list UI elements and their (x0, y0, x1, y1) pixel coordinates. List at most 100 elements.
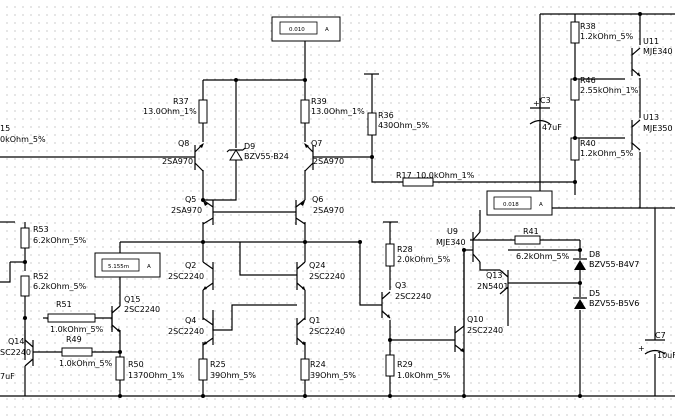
ammeter-top: 0.010 A (271, 16, 341, 42)
transistor-Q2: Q2 2SC2240 (168, 261, 214, 291)
svg-text:7uF: 7uF (0, 372, 15, 381)
transistor-Q10: Q10 2SC2240 (454, 315, 503, 353)
svg-text:13.0Ohm_1%: 13.0Ohm_1% (143, 107, 197, 116)
svg-text:2SA970: 2SA970 (313, 157, 344, 166)
svg-text:BZV55-B24: BZV55-B24 (244, 152, 289, 161)
svg-text:BZV55-B4V7: BZV55-B4V7 (589, 260, 639, 269)
transistor-U11: U11 MJE340 (631, 37, 673, 77)
svg-text:2SA970: 2SA970 (313, 206, 344, 215)
svg-text:BZV55-B5V6: BZV55-B5V6 (589, 299, 639, 308)
svg-text:R49: R49 (66, 335, 82, 344)
svg-text:C3: C3 (540, 96, 551, 105)
svg-text:U9: U9 (447, 227, 458, 236)
svg-text:Q3: Q3 (395, 281, 406, 290)
svg-text:R24: R24 (310, 360, 326, 369)
meter-unit: A (539, 202, 543, 208)
transistor-Q4: Q4 2SC2240 (168, 316, 214, 346)
resistor-R39: R39 13.0Ohm_1% (300, 97, 365, 124)
svg-text:0kOhm_5%: 0kOhm_5% (0, 135, 46, 144)
svg-text:R38: R38 (580, 22, 596, 31)
resistor-R49: R49 1.0kOhm_5% (59, 335, 113, 368)
svg-text:6.2kOhm_5%: 6.2kOhm_5% (33, 282, 87, 291)
meter-reading: 0.018 (503, 202, 519, 208)
resistor-R40: R40 1.2kOhm_5% (570, 137, 634, 161)
svg-text:15: 15 (0, 124, 10, 133)
svg-text:1.2kOhm_5%: 1.2kOhm_5% (580, 149, 634, 158)
svg-text:D8: D8 (589, 250, 600, 259)
svg-text:Q10: Q10 (467, 315, 483, 324)
svg-text:R37: R37 (173, 97, 189, 106)
svg-text:Q6: Q6 (312, 195, 323, 204)
resistor-R29: R29 1.0kOhm_5% (385, 354, 451, 380)
svg-text:Q5: Q5 (185, 195, 196, 204)
capacitor-C14: 7uF (0, 372, 15, 381)
resistor-R50: R50 1370Ohm_1% (115, 356, 185, 381)
svg-text:R17: R17 (396, 171, 412, 180)
svg-text:R51: R51 (56, 300, 72, 309)
svg-text:2.55kOhm_1%: 2.55kOhm_1% (580, 86, 639, 95)
resistor-R38: R38 1.2kOhm_5% (570, 21, 634, 44)
meter-unit: A (147, 264, 151, 270)
zener-D9: D9 BZV55-B24 (226, 142, 289, 161)
ammeter-right: 0.018 A (486, 190, 553, 216)
svg-text:D5: D5 (589, 289, 600, 298)
svg-text:10.0kOhm_1%: 10.0kOhm_1% (416, 171, 475, 180)
svg-text:39Ohm_5%: 39Ohm_5% (310, 371, 356, 380)
transistor-Q7: Q7 2SA970 (304, 139, 344, 172)
svg-text:6.2kOhm_5%: 6.2kOhm_5% (516, 252, 570, 261)
svg-text:2SC2240: 2SC2240 (168, 327, 204, 336)
svg-text:6.2kOhm_5%: 6.2kOhm_5% (33, 236, 87, 245)
svg-text:10uF: 10uF (657, 351, 675, 360)
svg-text:+: + (533, 99, 540, 108)
capacitor-C7: + C7 10uF (638, 331, 675, 360)
svg-text:39Ohm_5%: 39Ohm_5% (210, 371, 256, 380)
transistor-U9: U9 MJE340 (436, 227, 481, 263)
svg-text:U11: U11 (643, 37, 659, 46)
resistor-R24: R24 39Ohm_5% (300, 358, 356, 381)
junctions (23, 12, 642, 398)
transistor-Q13: Q13 2N5401 (477, 269, 509, 295)
svg-text:2.0kOhm_5%: 2.0kOhm_5% (397, 255, 451, 264)
capacitor-C3: + C3 47uF (529, 96, 562, 132)
zener-D5: D5 BZV55-B5V6 (573, 289, 639, 309)
zener-D8: D8 BZV55-B4V7 (573, 250, 639, 270)
svg-text:SC2240: SC2240 (0, 348, 31, 357)
svg-text:R36: R36 (378, 111, 394, 120)
svg-text:13.0Ohm_1%: 13.0Ohm_1% (311, 107, 365, 116)
resistor-R17: R17 10.0kOhm_1% (396, 171, 475, 187)
svg-text:U13: U13 (643, 113, 659, 122)
transistor-Q5: Q5 2SA970 (171, 195, 214, 225)
svg-text:2SC2240: 2SC2240 (309, 272, 345, 281)
meter-reading: 5.155m (108, 264, 129, 270)
svg-text:MJE350: MJE350 (643, 124, 673, 133)
svg-text:2SA970: 2SA970 (171, 206, 202, 215)
svg-text:D9: D9 (244, 142, 255, 151)
svg-text:Q15: Q15 (124, 295, 140, 304)
meter-reading: 0.010 (289, 27, 305, 33)
svg-text:Q14: Q14 (8, 337, 24, 346)
svg-text:2SC2240: 2SC2240 (395, 292, 431, 301)
resistor-R28: R28 2.0kOhm_5% (385, 243, 451, 267)
resistor-R51: R51 1.0kOhm_5% (47, 300, 104, 334)
transistor-Q1: Q1 2SC2240 (296, 316, 345, 346)
svg-text:2SA970: 2SA970 (162, 157, 193, 166)
svg-text:2SC2240: 2SC2240 (168, 272, 204, 281)
transistor-Q24: Q24 2SC2240 (296, 261, 345, 291)
transistor-Q14: Q14 SC2240 (0, 337, 34, 367)
wires (0, 13, 675, 397)
svg-text:C7: C7 (655, 331, 666, 340)
resistor-R15: 15 0kOhm_5% (0, 124, 46, 144)
svg-text:MJE340: MJE340 (643, 47, 673, 56)
svg-text:R41: R41 (523, 227, 539, 236)
svg-text:2SC2240: 2SC2240 (309, 327, 345, 336)
resistor-R25: R25 39Ohm_5% (198, 358, 256, 381)
svg-text:R29: R29 (397, 360, 413, 369)
meter-unit: A (325, 27, 329, 33)
resistor-R53: R53 6.2kOhm_5% (20, 225, 87, 249)
svg-text:Q13: Q13 (486, 271, 502, 280)
transistor-Q8: Q8 2SA970 (162, 139, 204, 172)
svg-text:Q4: Q4 (185, 316, 196, 325)
svg-text:MJE340: MJE340 (436, 238, 466, 247)
svg-text:R40: R40 (580, 139, 596, 148)
